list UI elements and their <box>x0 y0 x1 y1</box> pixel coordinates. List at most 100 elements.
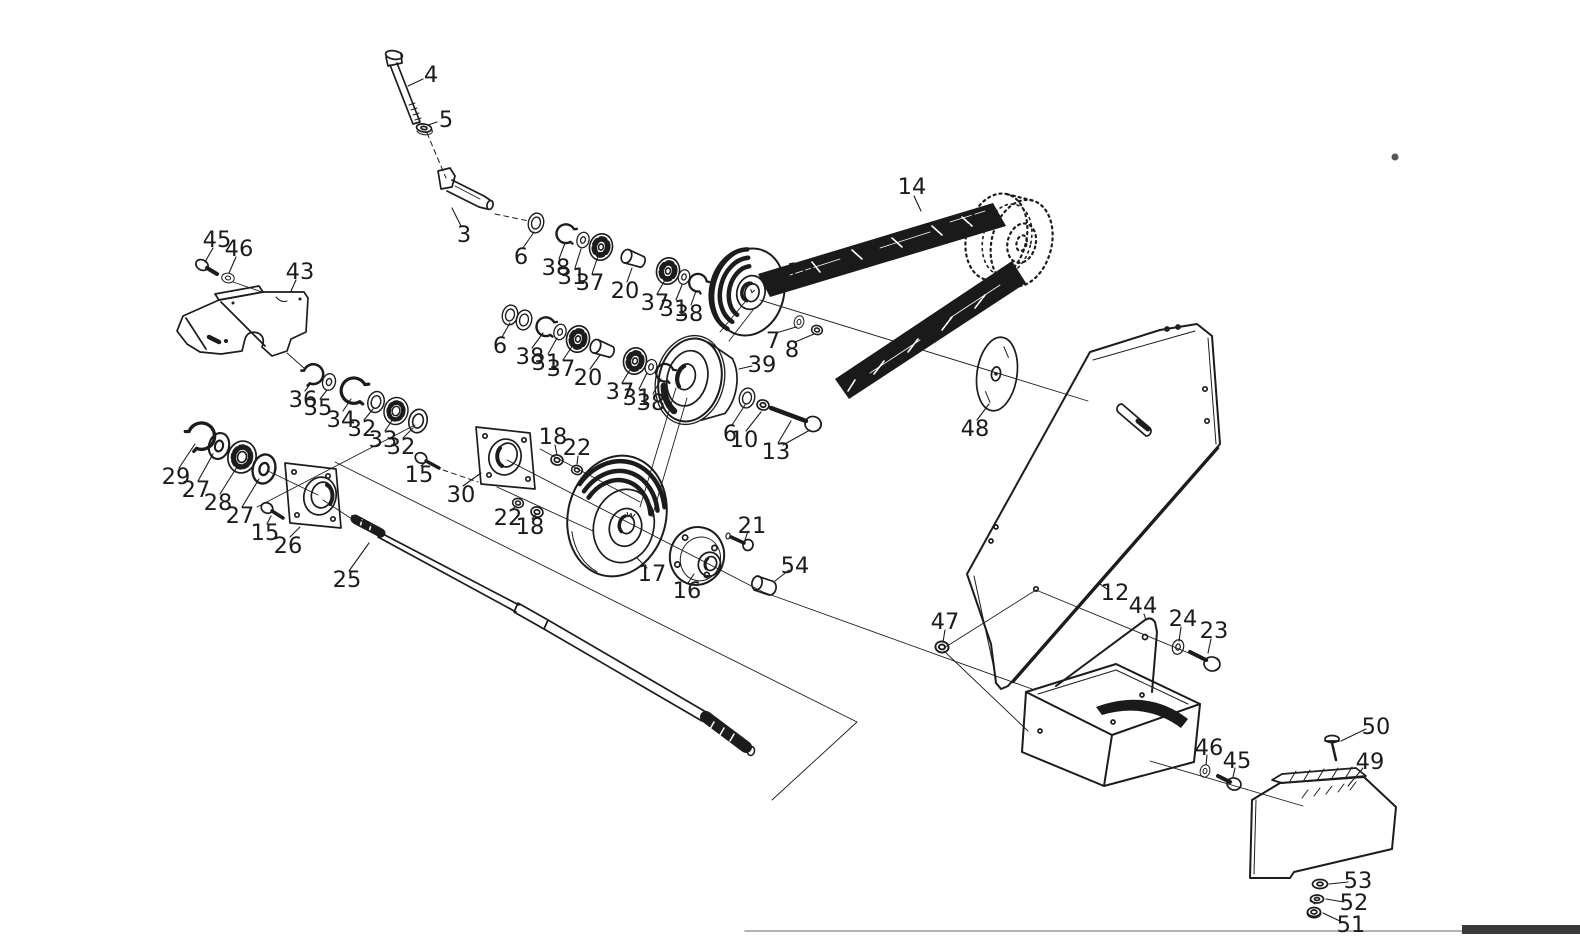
leader-line-part-43-30 <box>290 279 297 292</box>
nut-part-10 <box>755 397 771 413</box>
leader-line-part-29-37 <box>178 443 196 469</box>
part-label-46-29: 46 <box>225 236 254 262</box>
washer-part-5 <box>415 123 433 136</box>
bearing-flange-26 <box>284 462 342 529</box>
part-label-30-45: 30 <box>447 482 476 508</box>
part-label-50-61: 50 <box>1362 714 1391 740</box>
leader-line-part-37-22 <box>621 367 632 384</box>
leader-line-part-3-2 <box>451 207 462 227</box>
part-label-52-64: 52 <box>1340 890 1369 916</box>
leader-line-part-17-50 <box>636 557 648 569</box>
part-label-32-34: 32 <box>348 416 377 442</box>
leader-line-part-50-61 <box>1340 728 1367 742</box>
lockwasher-part-52 <box>1309 894 1325 905</box>
part-label-45-28: 45 <box>203 227 232 253</box>
leader-line-part-8-14 <box>794 333 815 343</box>
leader-line-part-37-8 <box>656 279 666 295</box>
part-label-6-25: 6 <box>723 421 737 447</box>
part-label-35-32: 35 <box>304 395 333 421</box>
part-label-49-62: 49 <box>1356 749 1385 775</box>
bolt-part-45-upper <box>194 258 219 276</box>
part-label-15-41: 15 <box>251 520 280 546</box>
part-label-45-60: 45 <box>1223 748 1252 774</box>
leader-line-part-44-56 <box>1143 613 1147 621</box>
pulley-part-19 <box>708 247 786 337</box>
part-label-24-57: 24 <box>1169 606 1198 632</box>
leader-line-part-27-38 <box>197 453 214 482</box>
leader-line-part-10-26 <box>745 411 762 432</box>
leader-line-part-37-20 <box>562 344 574 361</box>
bearing-flange-30 <box>475 426 536 490</box>
part-label-3-2: 3 <box>457 222 471 248</box>
leader-line-part-6-25 <box>731 404 746 426</box>
leader-line-part-37-6 <box>591 255 599 275</box>
leader-line-part-54-53 <box>774 569 790 582</box>
leader-line-part-31-9 <box>675 284 683 301</box>
shaft-part-25 <box>350 514 756 757</box>
part-label-12-54: 12 <box>1101 580 1130 606</box>
leader-line-part-49-62 <box>1347 767 1364 787</box>
leader-line-part-46-59 <box>1205 754 1208 766</box>
leader-line-part-28-39 <box>219 466 238 495</box>
leader-line-part-31-5 <box>574 248 582 269</box>
part-label-8-14: 8 <box>785 337 799 363</box>
part-label-39-15: 39 <box>748 352 777 378</box>
leader-line-part-12-54 <box>1099 583 1108 590</box>
part-label-25-43: 25 <box>333 567 362 593</box>
nut-part-8 <box>809 323 825 337</box>
part-label-5-1: 5 <box>439 107 453 133</box>
leader-line-part-27-40 <box>241 478 260 508</box>
leader-line-part-26-42 <box>289 526 301 538</box>
part-label-53-63: 53 <box>1344 868 1373 894</box>
part-label-23-58: 23 <box>1200 618 1229 644</box>
pulley-part-39 <box>654 334 738 426</box>
part-label-38-18: 38 <box>516 344 545 370</box>
leader-line-part-48-16 <box>976 403 990 421</box>
bolt-part-13 <box>768 405 823 433</box>
leader-line-part-25-43 <box>348 542 370 572</box>
pulley-part-17 <box>566 454 668 578</box>
part-label-20-21: 20 <box>574 365 603 391</box>
bolt-part-4 <box>384 49 422 125</box>
part-label-37-6: 37 <box>576 270 605 296</box>
bolt-part-45-lower <box>1216 774 1242 791</box>
leader-line-part-45-60 <box>1232 767 1236 778</box>
engine-pulley-phantom <box>964 192 1054 288</box>
part-label-43-30: 43 <box>286 259 315 285</box>
leader-line-part-51-65 <box>1322 912 1343 923</box>
leader-line-part-21-52 <box>744 530 749 541</box>
part-label-13-27: 13 <box>762 439 791 465</box>
leader-line-part-38-24 <box>652 378 662 395</box>
nut-part-51 <box>1306 906 1322 919</box>
disc-part-48 <box>975 336 1019 412</box>
part-label-27-38: 27 <box>182 477 211 503</box>
bolt-part-15-left <box>260 501 285 520</box>
part-label-46-59: 46 <box>1195 735 1224 761</box>
leader-line-part-32-36 <box>402 427 414 439</box>
leader-line-part-7-13 <box>775 326 797 334</box>
scan-speck <box>1391 153 1399 161</box>
part-label-14-11: 14 <box>898 174 927 200</box>
leader-line-part-34-33 <box>342 398 352 412</box>
leader-line-part-47-55 <box>942 629 946 643</box>
part-label-36-31: 36 <box>289 387 318 413</box>
part-label-33-35: 33 <box>369 427 398 453</box>
part-label-28-39: 28 <box>204 490 233 516</box>
part-label-10-26: 10 <box>730 427 759 453</box>
leader-line-part-15-41 <box>266 515 272 525</box>
part-label-38-24: 38 <box>637 390 666 416</box>
part-label-51-65: 51 <box>1337 912 1366 938</box>
bolt-part-23 <box>1188 650 1221 672</box>
part-label-31-19: 31 <box>532 350 561 376</box>
leader-line-part-39-15 <box>738 365 753 370</box>
leader-line-part-38-18 <box>531 332 544 349</box>
part-label-22-47: 22 <box>563 435 592 461</box>
part-label-6-3: 6 <box>514 244 528 270</box>
part-label-18-49: 18 <box>516 514 545 540</box>
leader-line-part-31-19 <box>547 337 558 355</box>
part-label-38-10: 38 <box>675 301 704 327</box>
part-label-47-55: 47 <box>931 609 960 635</box>
leader-line-part-31-23 <box>638 372 648 390</box>
